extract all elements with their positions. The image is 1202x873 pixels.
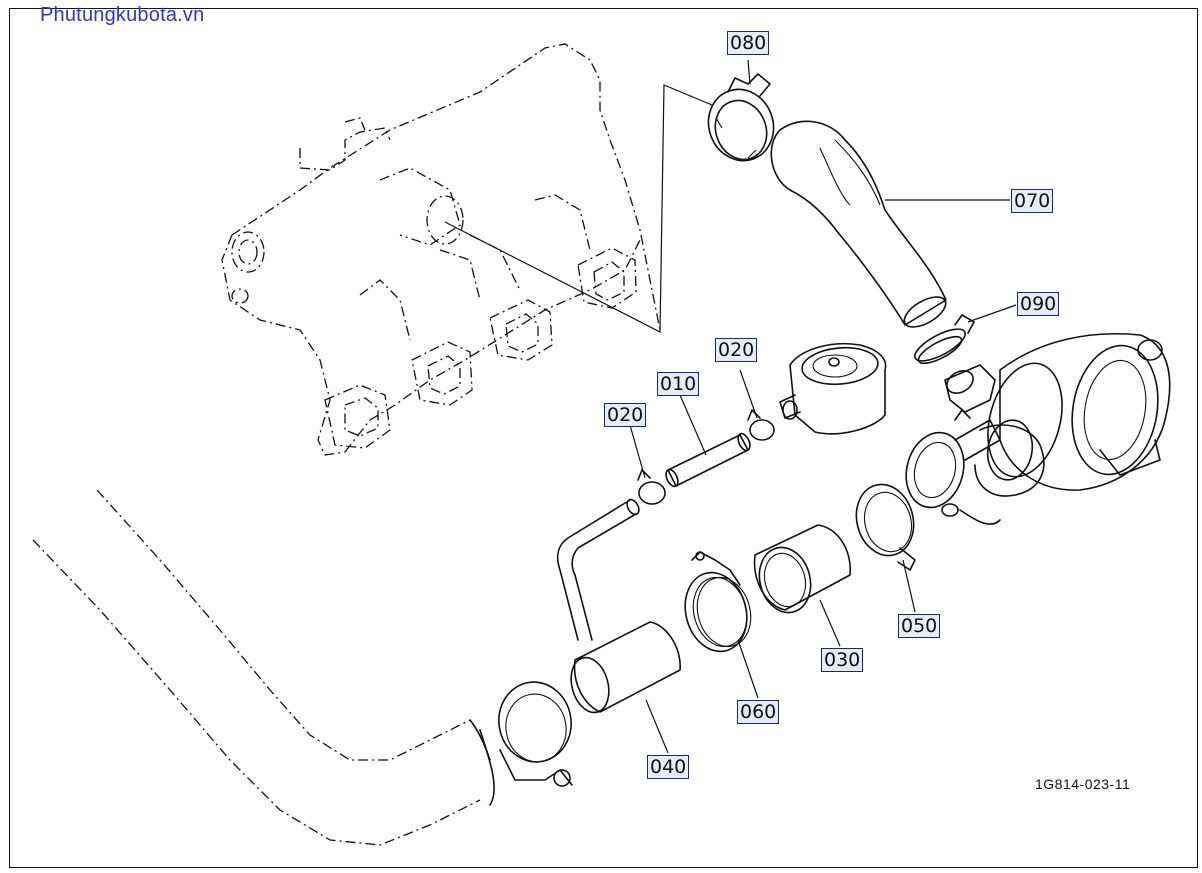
turbocharger — [905, 332, 1171, 525]
upper-hose-070 — [770, 120, 947, 328]
callout-090[interactable]: 090 — [1017, 292, 1060, 316]
leader-lines — [629, 59, 1017, 754]
assembly-guide-line — [444, 84, 713, 333]
air-hose-outline — [32, 489, 481, 846]
callout-070[interactable]: 070 — [1011, 189, 1054, 213]
callout-050[interactable]: 050 — [898, 614, 941, 638]
hose-030 — [753, 524, 851, 614]
hose-clamp-lower — [469, 681, 573, 806]
breather-pipe — [556, 498, 640, 641]
intake-manifold — [221, 43, 661, 456]
hose-clamp-050 — [855, 483, 916, 571]
callout-040[interactable]: 040 — [647, 755, 690, 779]
watermark-text: Phutungkubota.vn — [40, 4, 205, 26]
callout-030[interactable]: 030 — [821, 648, 864, 672]
hose-clamp-060 — [684, 551, 752, 653]
hose-040 — [570, 621, 681, 714]
reference-code: 1G814-023-11 — [1035, 776, 1131, 792]
hose-clamp-080 — [707, 73, 775, 162]
callout-060[interactable]: 060 — [737, 700, 780, 724]
sensor-housing — [779, 342, 887, 435]
callout-020-lower[interactable]: 020 — [604, 403, 647, 427]
callout-080[interactable]: 080 — [727, 31, 770, 55]
clip-020-lower — [637, 469, 666, 505]
callout-010[interactable]: 010 — [657, 372, 700, 396]
hose-010 — [665, 432, 751, 488]
hose-clamp-090 — [914, 314, 975, 365]
callout-020-upper[interactable]: 020 — [715, 338, 758, 362]
clip-020-upper — [747, 409, 775, 441]
diagram-frame — [9, 8, 1198, 868]
